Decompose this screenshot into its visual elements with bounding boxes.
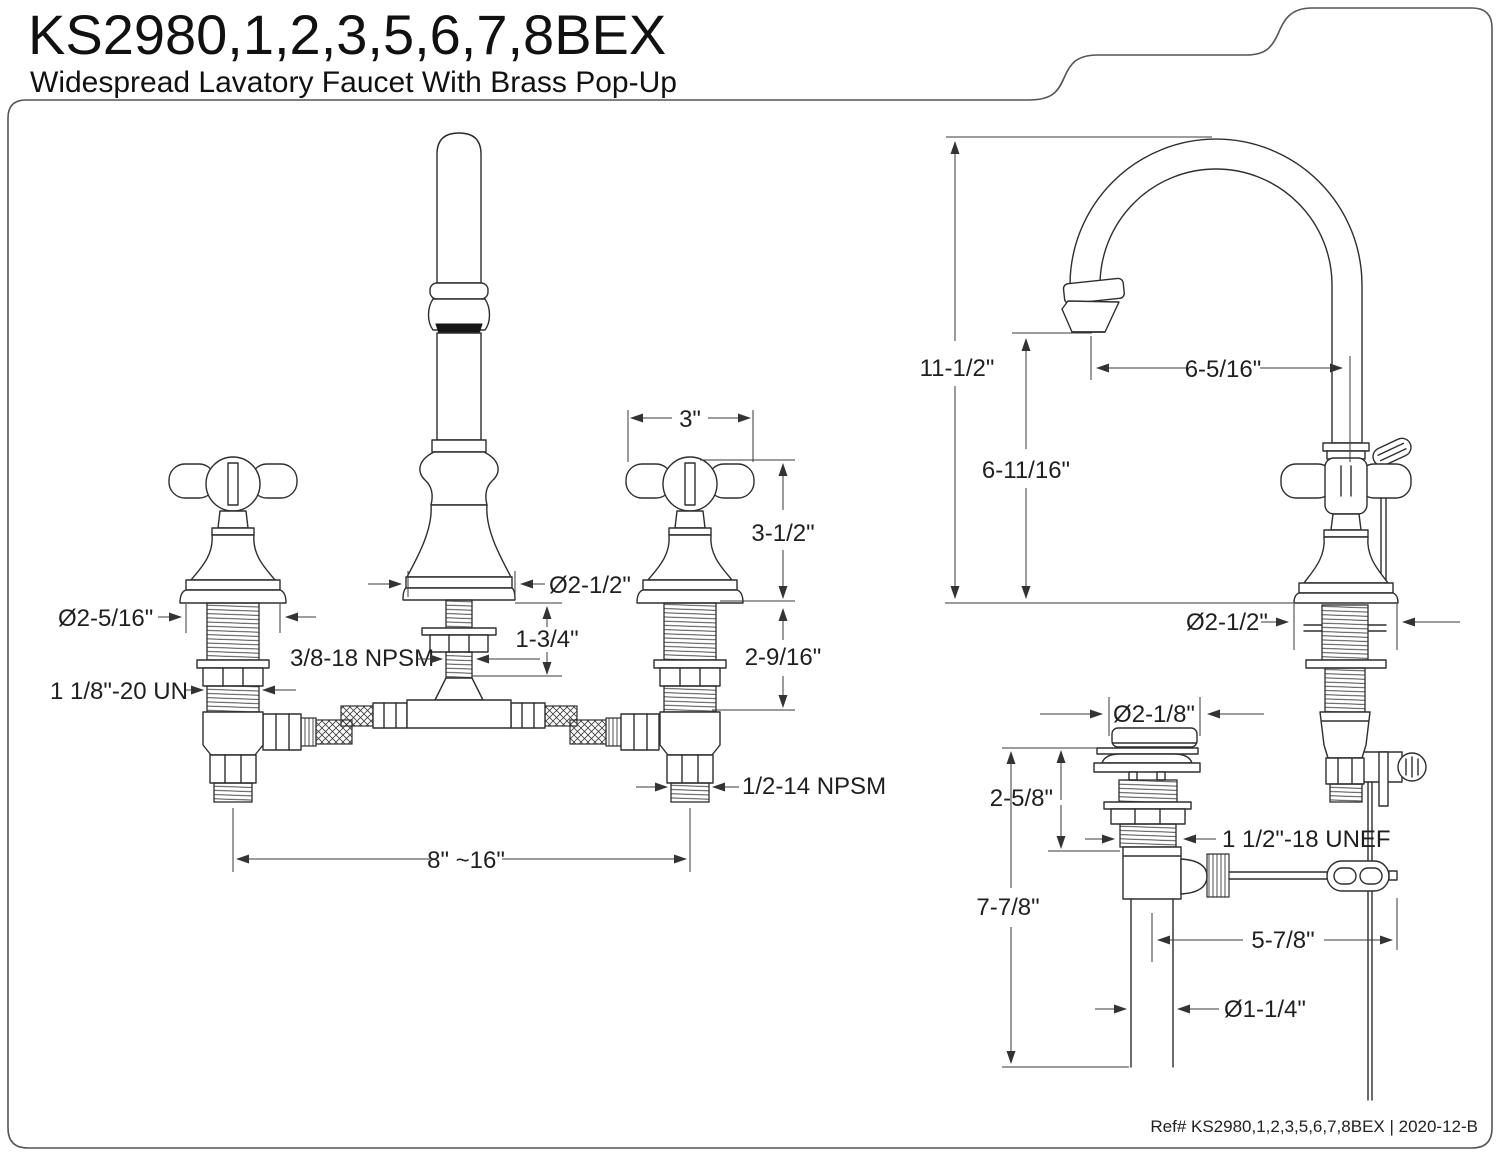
dim-spout-base-diameter: Ø2-1/2" <box>549 572 631 599</box>
page-subtitle: Widespread Lavatory Faucet With Brass Po… <box>30 66 677 99</box>
handle-left <box>168 456 298 604</box>
dim-tailpiece-diameter: Ø1-1/4" <box>1224 996 1306 1023</box>
popup-dimensions: Ø2-1/8" 2-5/8" 1 1/2"-18 UNEF 7-7/8" 5-7… <box>976 697 1398 1064</box>
handle-side <box>1280 457 1412 604</box>
page-border <box>7 7 1493 1149</box>
valve-right <box>569 602 727 803</box>
dim-shank-thread: 1 1/8"-20 UN <box>50 678 188 705</box>
aerator-ring <box>435 323 483 334</box>
front-dimensions: Ø2-5/16" 1 1/8"-20 UN 3/8-18 NPSM Ø2-1/2… <box>50 406 886 874</box>
side-view: 11-1/2" 6-11/16" 6-5/16" Ø2-1/2" <box>920 136 1460 1101</box>
page-title: KS2980,1,2,3,5,6,7,8BEX <box>28 3 666 66</box>
dim-handle-width: 3" <box>679 406 701 433</box>
handle-right <box>625 456 755 604</box>
dim-drain-thread: 1 1/2"-18 UNEF <box>1222 826 1391 853</box>
side-dimensions: 11-1/2" 6-11/16" 6-5/16" Ø2-1/2" <box>920 136 1460 650</box>
dim-overall-height: 11-1/2" <box>920 355 995 382</box>
popup-drain: Ø2-1/8" 2-5/8" 1 1/2"-18 UNEF 7-7/8" 5-7… <box>976 697 1398 1068</box>
dim-base-diameter: Ø2-1/2" <box>1186 609 1268 636</box>
valve-left <box>196 602 353 803</box>
dim-supply-thread: 1/2-14 NPSM <box>742 773 886 800</box>
valve-side <box>1303 604 1427 807</box>
reference-number: Ref# KS2980,1,2,3,5,6,7,8BEX | 2020-12-B <box>1150 1117 1478 1136</box>
dim-spout-reach: 6-5/16" <box>1185 356 1262 383</box>
tee-body <box>340 699 578 729</box>
dim-rod-offset: 5-7/8" <box>1251 927 1314 954</box>
drain-assembly <box>1002 727 1398 1068</box>
front-view: Ø2-5/16" 1 1/8"-20 UN 3/8-18 NPSM Ø2-1/2… <box>50 132 886 874</box>
dim-faucet-centers: 8" ~16" <box>427 847 505 874</box>
dim-flange-diameter: Ø2-1/8" <box>1113 701 1195 728</box>
gooseneck-spout <box>1061 138 1370 460</box>
spout-front <box>402 132 516 701</box>
lift-rod-knob <box>1372 437 1412 467</box>
dim-drain-overall-height: 7-7/8" <box>976 894 1039 921</box>
dim-handle-height: 3-1/2" <box>751 520 814 547</box>
dim-spout-shank-length: 1-3/4" <box>515 626 578 653</box>
dim-shank-length: 2-9/16" <box>745 644 822 671</box>
dim-spout-stud-thread: 3/8-18 NPSM <box>290 645 434 672</box>
dim-top-height: 2-5/8" <box>990 785 1053 812</box>
dim-handle-base-diameter: Ø2-5/16" <box>58 605 153 632</box>
dim-spout-clearance: 6-11/16" <box>982 457 1070 484</box>
